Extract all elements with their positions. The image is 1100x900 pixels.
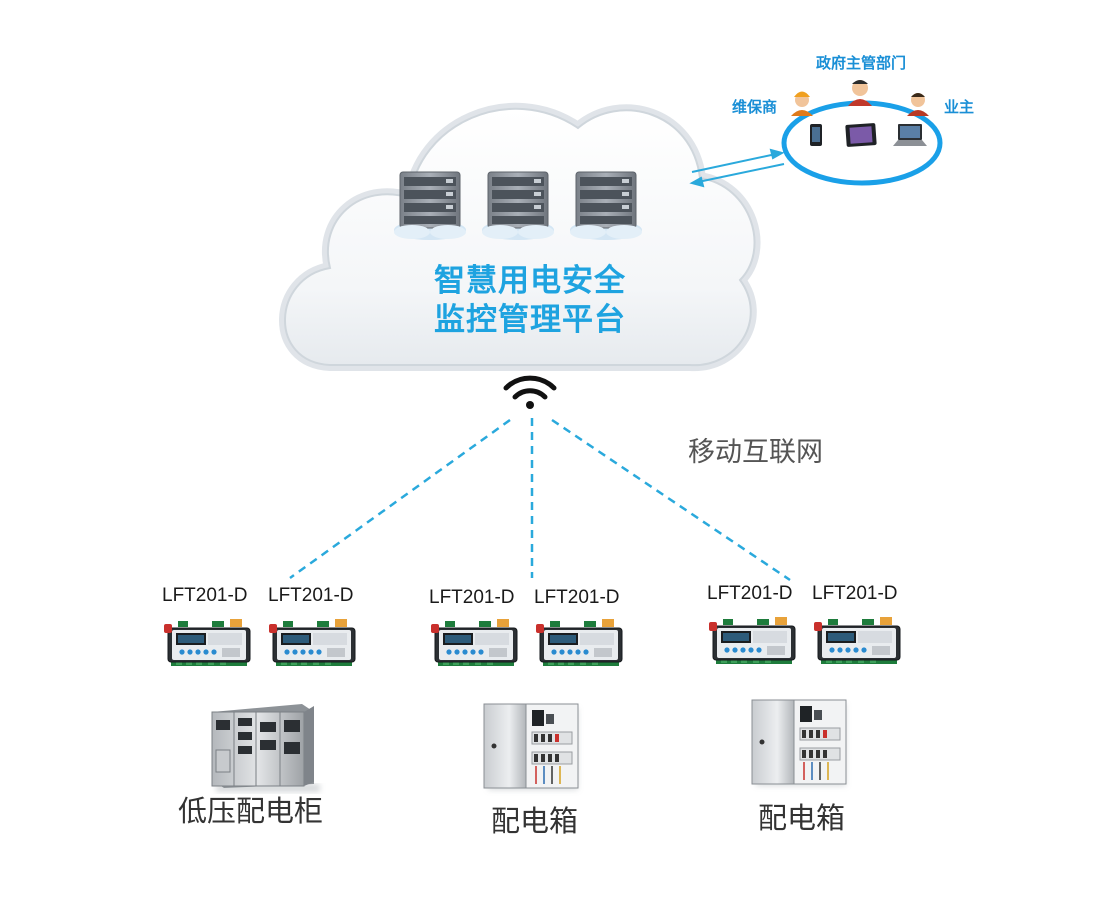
distribution-box	[752, 700, 846, 786]
device-label: LFT201-D	[429, 587, 515, 608]
device-label: LFT201-D	[162, 585, 248, 606]
platform-title: 智慧用电安全 监控管理平台	[330, 262, 730, 340]
maintenance-worker-icon	[791, 91, 813, 116]
phone-icon	[810, 124, 822, 146]
wifi-icon	[503, 375, 557, 409]
network-label: 移动互联网	[688, 437, 823, 468]
distribution-box	[484, 704, 578, 790]
device-label: LFT201-D	[534, 587, 620, 608]
platform-title-line1: 智慧用电安全	[434, 263, 626, 299]
low-voltage-switchgear	[211, 704, 320, 792]
equipment-label-distribution-box: 配电箱	[758, 801, 846, 835]
server-icon	[569, 171, 643, 241]
device-label: LFT201-D	[268, 585, 354, 606]
tablet-icon	[845, 123, 877, 147]
stakeholder-label-government: 政府主管部门	[816, 54, 907, 72]
lft201-device	[708, 616, 796, 665]
lft201-device	[268, 618, 356, 667]
laptop-icon	[893, 124, 927, 146]
lft201-device	[163, 618, 251, 667]
platform-title-line2: 监控管理平台	[434, 302, 626, 338]
stakeholder-label-maintenance: 维保商	[732, 98, 778, 116]
lft201-device	[430, 618, 518, 667]
wireless-links	[289, 418, 791, 582]
device-label: LFT201-D	[812, 583, 898, 604]
device-label: LFT201-D	[707, 583, 793, 604]
equipment-label-distribution-box: 配电箱	[491, 804, 579, 838]
server-icon	[481, 171, 555, 241]
government-officer-icon	[848, 80, 872, 106]
stakeholder-label-owner: 业主	[944, 98, 975, 116]
server-icon	[393, 171, 467, 241]
owner-icon	[907, 93, 929, 116]
lft201-device	[535, 618, 623, 667]
sync-arrows	[689, 148, 785, 188]
equipment-label-switchgear: 低压配电柜	[178, 794, 324, 828]
lft201-device	[813, 616, 901, 665]
